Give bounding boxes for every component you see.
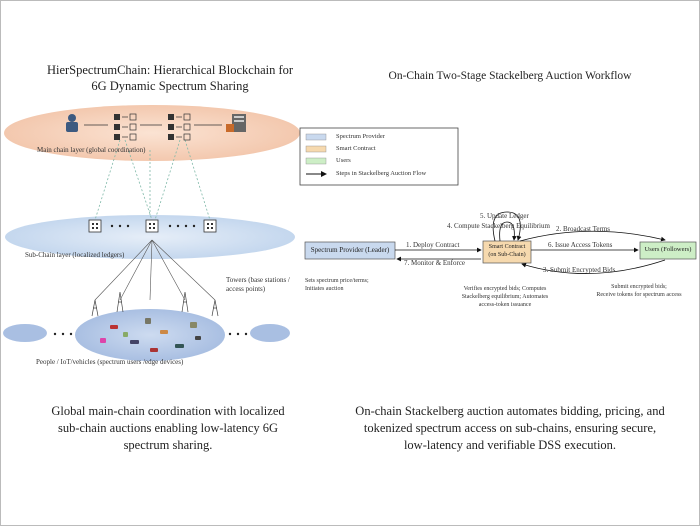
contract-box-line2: (on Sub-Chain) [488, 252, 526, 258]
users-note-line2: Receive tokens for spectrum access [596, 292, 682, 298]
step-3-label: 3. Submit Encrypted Bids [543, 266, 616, 274]
legend-swatch-provider [305, 133, 327, 141]
main-layer-label: Main chain layer (global coordination) [37, 146, 146, 154]
users-box[interactable] [639, 241, 697, 260]
legend-label-provider: Spectrum Provider [336, 133, 385, 140]
legend-label-users: Users [336, 157, 351, 164]
server-icon [226, 114, 246, 132]
user-dots-right [228, 332, 248, 336]
left-title-line1: HierSpectrumChain: Hierarchical Blockcha… [46, 63, 294, 77]
provider-box[interactable] [304, 241, 396, 260]
towers-label-line1: Towers (base stations / [226, 276, 290, 284]
user-cluster-left [3, 324, 47, 342]
step-5-label: 5. Update Ledger [480, 212, 529, 220]
towers-label-line2: access points) [226, 284, 266, 293]
legend-label-steps: Steps in Stackelberg Auction Flow [336, 170, 427, 177]
left-caption-line1: Global main-chain coordination with loca… [51, 404, 285, 418]
contract-box-line1: Smart Contract [488, 244, 526, 250]
user-layer [75, 309, 225, 361]
step-2-label: 2. Broadcast Terms [556, 225, 611, 233]
node-inner [92, 223, 213, 229]
legend-swatch-contract [305, 145, 327, 153]
users-note: Submit encrypted bids; Receive tokens fo… [580, 283, 698, 299]
provider-note-line1: Sets spectrum price/terms; [305, 278, 369, 284]
users-note-line1: Submit encrypted bids; [611, 284, 667, 290]
left-caption: Global main-chain coordination with loca… [18, 403, 318, 454]
legend-label-contract: Smart Contract [336, 145, 376, 152]
right-title: On-Chain Two-Stage Stackelberg Auction W… [388, 70, 632, 82]
checkbox-icon [122, 113, 191, 141]
legend-swatch-users [305, 157, 327, 165]
contract-note-line2: Stackelberg equilibrium; Automates [461, 294, 549, 300]
vehicle-icon [100, 318, 201, 352]
contract-box-label: Smart Contract (on Sub-Chain) [483, 243, 531, 259]
left-caption-line3: spectrum sharing. [123, 438, 213, 452]
tower-icon [91, 291, 219, 317]
towers-label: Towers (base stations / access points) [226, 276, 290, 293]
contract-note-line1: Verifies encrypted bids; Computes [463, 286, 547, 292]
step-arrows [395, 211, 666, 274]
sub-chain-layer [5, 215, 295, 259]
person-icon [66, 114, 78, 132]
user-cluster-right [250, 324, 290, 342]
left-title: HierSpectrumChain: Hierarchical Blockcha… [20, 62, 320, 94]
users-box-label: Users (Followers) [644, 246, 692, 253]
step-1-label: 1. Deploy Contract [406, 241, 460, 249]
right-caption-line1: On-chain Stackelberg auction automates b… [355, 404, 665, 418]
left-title-line2: 6G Dynamic Spectrum Sharing [91, 79, 249, 93]
tower-links [94, 239, 216, 301]
provider-note-line2: Initiates auction [305, 286, 344, 292]
right-caption-line3: low-latency and verifiable DSS execution… [403, 438, 617, 452]
contract-note-line3: access-token issuance [478, 302, 532, 308]
provider-box-label: Spectrum Provider (Leader) [310, 246, 390, 254]
main-chain-layer [4, 105, 300, 161]
step-4-label: 4. Compute Stackelberg Equilibrium [447, 222, 550, 230]
contract-box[interactable] [482, 240, 532, 264]
contract-note: Verifies encrypted bids; Computes Stacke… [440, 285, 570, 309]
people-label: People / IoT/vehicles (spectrum users /e… [36, 358, 184, 366]
user-dots-left [53, 332, 73, 336]
right-caption-line2: tokenized spectrum access on sub-chains,… [363, 421, 657, 435]
layer-links [94, 139, 211, 221]
step-6-label: 6. Issue Access Tokens [548, 241, 613, 249]
cube-icon [114, 114, 174, 140]
provider-note: Sets spectrum price/terms; Initiates auc… [305, 277, 369, 293]
left-caption-line2: sub-chain auctions enabling low-latency … [57, 421, 279, 435]
sub-dots [110, 224, 196, 228]
sub-layer-label: Sub-Chain layer (localized ledgers) [25, 251, 125, 259]
step-7-label: 7. Monitor & Enforce [404, 259, 466, 267]
right-caption: On-chain Stackelberg auction automates b… [340, 403, 680, 454]
